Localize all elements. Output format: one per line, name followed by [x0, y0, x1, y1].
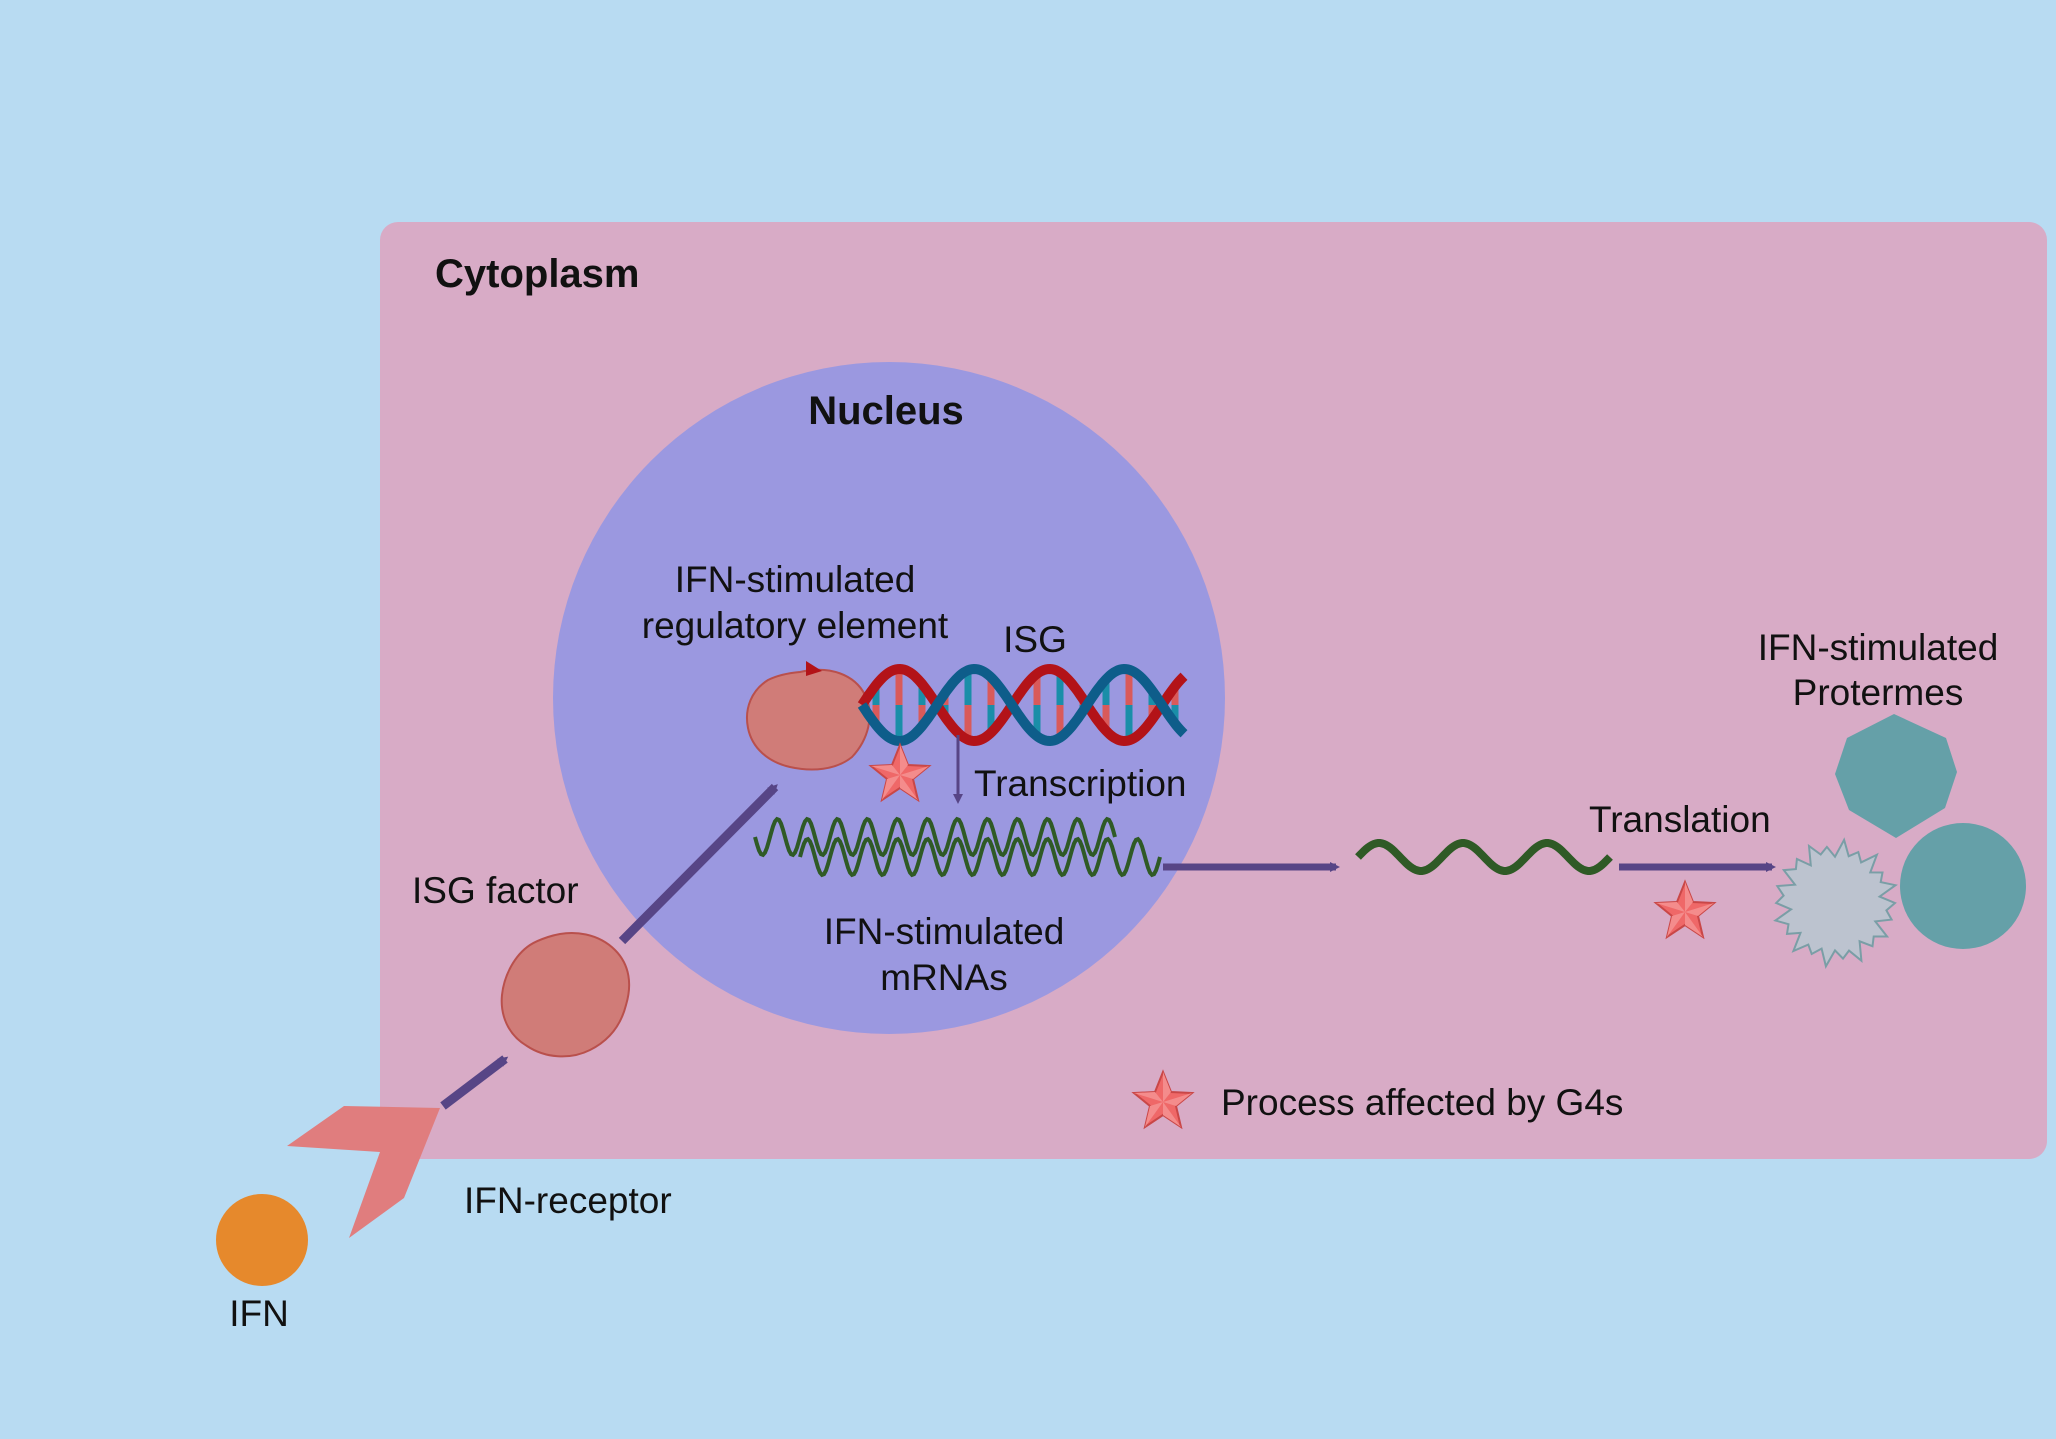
regulatory-element-label-line2: regulatory element [642, 605, 949, 646]
regulatory-element-protein [746, 668, 871, 771]
dna-strand-sense [857, 663, 1188, 747]
regulatory-element-marker [806, 661, 822, 676]
legend: Process affected by G4s [1133, 1071, 1623, 1128]
proteins-label-line2: Protermes [1793, 672, 1964, 713]
legend-text: Process affected by G4s [1221, 1082, 1623, 1123]
arrow-receptor-to-isg-factor [440, 1055, 509, 1110]
mrna-strand [798, 836, 1162, 878]
isg-factor-label: ISG factor [412, 870, 579, 911]
cytoplasmic-mrna [1355, 839, 1613, 875]
protein-circle [1900, 823, 2026, 949]
nucleus-label: Nucleus [808, 389, 964, 433]
protein-irregular [1773, 837, 1898, 969]
isg-factor-protein [500, 932, 631, 1058]
cytoplasm-label: Cytoplasm [435, 252, 640, 296]
isg-label: ISG [1003, 619, 1067, 660]
transcription-label: Transcription [974, 763, 1186, 804]
ifn-receptor [287, 1106, 440, 1238]
ifn-stimulated-mrnas [753, 816, 1162, 878]
ifn-ligand [216, 1194, 308, 1286]
protein-heptagon [1835, 714, 1957, 838]
mrnas-label-line1: IFN-stimulated [824, 911, 1065, 952]
ifn-receptor-label: IFN-receptor [464, 1180, 672, 1221]
arrow-isg-factor-to-nucleus [618, 783, 779, 945]
ifn-label: IFN [229, 1293, 289, 1334]
translation-label: Translation [1589, 799, 1771, 840]
mrnas-label-line2: mRNAs [880, 957, 1007, 998]
isg-dna-helix [857, 663, 1188, 747]
dna-strand-antisense [857, 663, 1188, 747]
regulatory-element-label-line1: IFN-stimulated [675, 559, 916, 600]
proteins-label-line1: IFN-stimulated [1758, 627, 1999, 668]
mrna-strand [753, 816, 1117, 858]
